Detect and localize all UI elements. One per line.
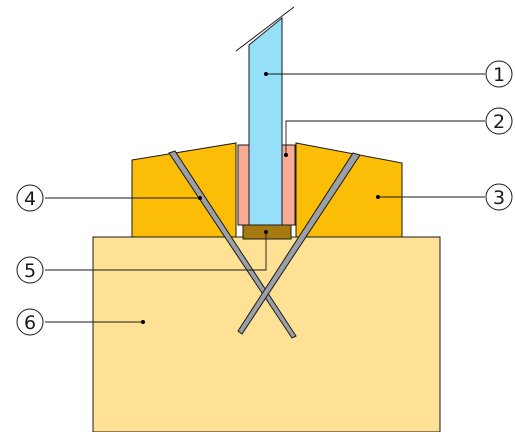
leader-dot-2 (284, 153, 288, 157)
callout-2: 2 (485, 107, 513, 135)
callout-6: 6 (16, 308, 44, 336)
callout-4-label: 4 (24, 188, 36, 210)
base-block (92, 236, 441, 432)
post-break-line (235, 6, 295, 52)
leader-dot-1 (264, 72, 268, 76)
callout-2-label: 2 (493, 111, 505, 133)
callout-3-label: 3 (493, 187, 505, 209)
callout-5: 5 (16, 256, 44, 284)
leader-dot-5 (264, 230, 268, 234)
callout-3: 3 (485, 183, 513, 211)
callout-4: 4 (16, 184, 44, 212)
leader-dot-4 (198, 196, 202, 200)
leader-dot-6 (141, 320, 145, 324)
callout-1: 1 (485, 60, 513, 88)
callout-5-label: 5 (24, 260, 36, 282)
leader-2 (285, 120, 485, 155)
cap-block-right (295, 142, 403, 238)
leader-dot-3 (376, 195, 380, 199)
callout-6-label: 6 (24, 312, 36, 334)
nail-right (237, 152, 361, 335)
post (248, 16, 283, 226)
callout-1-label: 1 (493, 64, 505, 86)
leader-5 (45, 232, 267, 271)
